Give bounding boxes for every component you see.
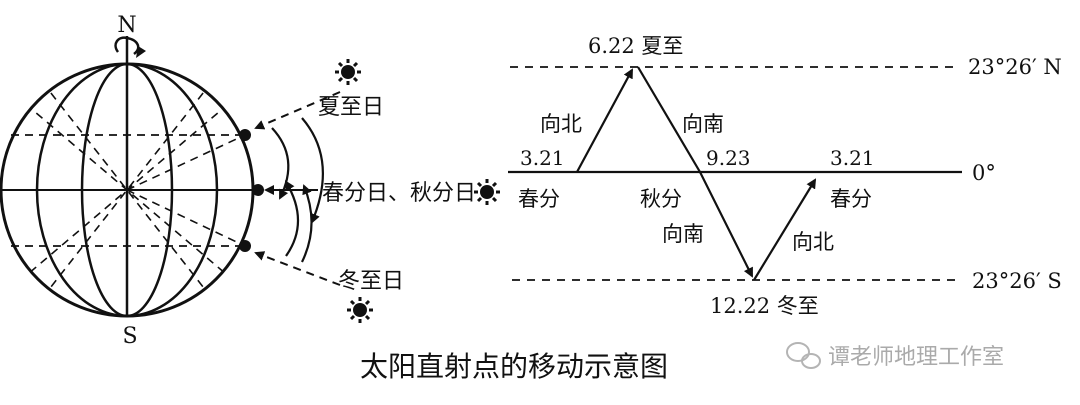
watermark: 谭老师地理工作室 (786, 342, 1004, 370)
equinox-days-label: 春分日、秋分日 (322, 181, 476, 206)
sun-icon (347, 297, 373, 323)
globe-diagram: N S (0, 13, 264, 349)
north-pole-label: N (117, 13, 136, 38)
summer-solstice-point-label: 6.22 夏至 (588, 34, 683, 58)
spring-equinox-name-left: 春分 (518, 187, 560, 211)
rotation-arrow-icon (114, 36, 146, 64)
subsolar-point-winter (239, 240, 251, 252)
path-autumn-to-winter (699, 171, 753, 278)
autumn-equinox-date: 9.23 (706, 146, 751, 170)
south-tropic-label: 23°26′ S (972, 269, 1062, 293)
figure-caption: 太阳直射点的移动示意图 (360, 350, 668, 383)
summer-ray-arrow (254, 91, 341, 130)
south-pole-label: S (122, 324, 137, 349)
ray-winter-dashed (126, 189, 246, 247)
summer-solstice-day-label: 夏至日 (318, 95, 384, 120)
equator-label: 0° (972, 161, 996, 185)
autumn-equinox-name: 秋分 (640, 187, 682, 211)
path-summer-to-autumn (637, 66, 701, 173)
subsolar-migration-graph: 6.22 夏至 12.22 冬至 23°26′ N 0° 23°26′ S 3.… (508, 34, 1062, 318)
spring-equinox-date-left: 3.21 (520, 146, 565, 170)
winter-solstice-point-label: 12.22 冬至 (710, 294, 819, 318)
watermark-text: 谭老师地理工作室 (828, 345, 1004, 370)
sun-icon (474, 179, 500, 205)
direction-north-label-2: 向北 (792, 230, 834, 254)
path-spring-to-summer (576, 68, 633, 173)
direction-south-label-1: 向南 (682, 112, 724, 136)
winter-ray-arrow (254, 251, 341, 286)
spring-equinox-name-right: 春分 (830, 187, 872, 211)
winter-solstice-day-label: 冬至日 (338, 269, 404, 294)
north-tropic-label: 23°26′ N (968, 55, 1062, 79)
spring-equinox-date-right: 3.21 (830, 146, 875, 170)
path-winter-to-spring (753, 178, 817, 281)
direction-south-label-2: 向南 (662, 222, 704, 246)
subsolar-point-summer (239, 129, 251, 141)
ray-summer-dashed (126, 134, 246, 191)
subsolar-point-equinox (252, 184, 264, 196)
seasonal-movement-arrows (271, 117, 324, 263)
direction-north-label-1: 向北 (540, 112, 582, 136)
wechat-logo-icon (786, 342, 821, 369)
sun-icon (335, 59, 361, 85)
